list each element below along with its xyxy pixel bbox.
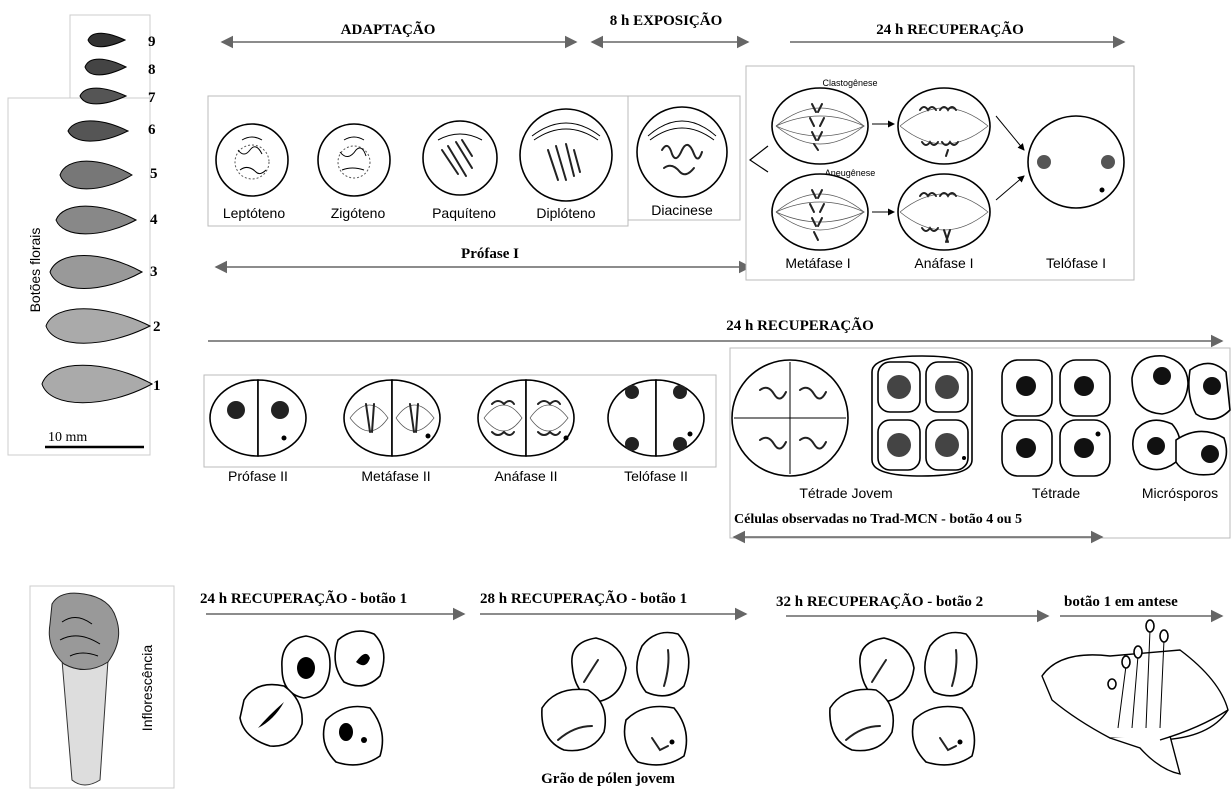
- stage-label-anafase-ii: Anáfase II: [494, 468, 557, 484]
- bud-number-8: 8: [148, 62, 156, 78]
- inflorescence-label: Inflorescência: [139, 645, 155, 732]
- pollen-group-28h: [542, 633, 689, 765]
- bud-number-9: 9: [148, 34, 156, 50]
- diacinese-cell: [637, 107, 727, 197]
- pollen-label-24h: 24 h RECUPERAÇÃO - botão 1: [200, 589, 407, 607]
- stage-label-zigoteno: Zigóteno: [331, 205, 386, 221]
- metafase-ii-cell: [344, 380, 440, 456]
- adaptacao-label: ADAPTAÇÃO: [341, 20, 436, 38]
- stage-label-diploteno: Diplóteno: [536, 205, 595, 221]
- anthesis-flower: [1042, 620, 1228, 774]
- bud-4: [56, 206, 136, 234]
- bud-7: [80, 88, 126, 104]
- bud-6: [68, 121, 128, 141]
- flower-buds-panel: Botões florais 9 8 7 6 5 4 3 2 1 10 mm: [8, 15, 161, 455]
- tetrad-panel: Tétrade Jovem Tétrade Micrósporos: [730, 348, 1230, 538]
- tetrade-jovem-cell-2: [872, 356, 972, 476]
- clastogenese-label: Clastogênese: [822, 78, 877, 88]
- stage-label-microsporos: Micrósporos: [1142, 485, 1218, 501]
- anafase-i-clasto: [898, 88, 990, 164]
- exposicao-label: 8 h EXPOSIÇÃO: [610, 11, 723, 29]
- pollen-label-32h: 32 h RECUPERAÇÃO - botão 2: [776, 592, 983, 610]
- scale-bar-label: 10 mm: [48, 430, 87, 445]
- paquiteno-cell: [423, 121, 497, 195]
- bud-9: [88, 33, 125, 47]
- stage-label-paquiteno: Paquíteno: [432, 205, 496, 221]
- meiosis-ii-panel: Prófase II Metáfase II Anáfase II Telófa…: [204, 375, 716, 484]
- recuperacao-label-2: 24 h RECUPERAÇÃO: [726, 316, 874, 334]
- anafase-ii-cell: [478, 380, 574, 456]
- row1-timeline: ADAPTAÇÃO 8 h EXPOSIÇÃO 24 h RECUPERAÇÃO: [222, 11, 1124, 42]
- bud-number-1: 1: [153, 378, 161, 394]
- division-i-panel: Clastogênese Aneugênese: [746, 66, 1134, 280]
- trad-mcn-note: Células observadas no Trad-MCN - botão 4…: [734, 512, 1022, 527]
- stage-label-tetrade: Tétrade: [1032, 485, 1080, 501]
- recuperacao-label-1: 24 h RECUPERAÇÃO: [876, 20, 1024, 38]
- pollen-caption-group: Grão de pólen jovem: [541, 771, 675, 787]
- anafase-i-aneu: [898, 174, 990, 250]
- bud-number-5: 5: [150, 166, 158, 182]
- tetrade-jovem-cell-1: [732, 360, 848, 476]
- bud-number-4: 4: [150, 212, 158, 228]
- stage-label-telofase-i: Telófase I: [1046, 255, 1106, 271]
- stage-label-metafase-i: Metáfase I: [785, 255, 850, 271]
- prophase-i-panel: Leptóteno Zigóteno Paquíteno Diplóteno D…: [208, 96, 750, 267]
- stage-label-telofase-ii: Telófase II: [624, 468, 688, 484]
- inflorescence-panel: Inflorescência: [30, 586, 174, 788]
- row2-timeline: 24 h RECUPERAÇÃO: [208, 316, 1222, 341]
- metafase-i-aneu: [772, 174, 868, 250]
- bud-number-3: 3: [150, 264, 158, 280]
- telofase-i-cell: [1028, 116, 1124, 208]
- telofase-ii-cell: [608, 380, 704, 456]
- stage-label-diacinese: Diacinese: [651, 202, 713, 218]
- bud-number-7: 7: [148, 90, 156, 106]
- buds-axis-label: Botões florais: [27, 228, 43, 313]
- stage-label-leptoteno: Leptóteno: [223, 205, 285, 221]
- stage-label-metafase-ii: Metáfase II: [361, 468, 430, 484]
- anthesis-label: botão 1 em antese: [1064, 594, 1178, 610]
- leptoteno-cell: [216, 124, 288, 196]
- pollen-label-28h: 28 h RECUPERAÇÃO - botão 1: [480, 589, 687, 607]
- zigoteno-cell: [318, 124, 390, 196]
- row3-timeline: 24 h RECUPERAÇÃO - botão 1 28 h RECUPERA…: [200, 589, 1222, 616]
- bud-3: [50, 256, 142, 289]
- prophase-i-label: Prófase I: [461, 246, 519, 262]
- pollen-group-24h: [240, 631, 384, 765]
- diploteno-cell: [520, 109, 612, 201]
- bud-number-2: 2: [153, 319, 161, 335]
- stage-label-tetrade-jovem: Tétrade Jovem: [799, 485, 892, 501]
- stage-label-profase-ii: Prófase II: [228, 468, 288, 484]
- bud-5: [60, 161, 132, 189]
- stage-label-anafase-i: Anáfase I: [914, 255, 973, 271]
- bud-number-6: 6: [148, 122, 156, 138]
- metafase-i-clasto: [772, 88, 868, 164]
- bud-8: [85, 59, 126, 75]
- bud-2: [46, 309, 150, 344]
- profase-ii-cell: [210, 380, 306, 456]
- pollen-group-32h: [830, 633, 977, 765]
- pollen-caption: Grão de pólen jovem: [541, 771, 675, 787]
- bud-1: [42, 365, 152, 403]
